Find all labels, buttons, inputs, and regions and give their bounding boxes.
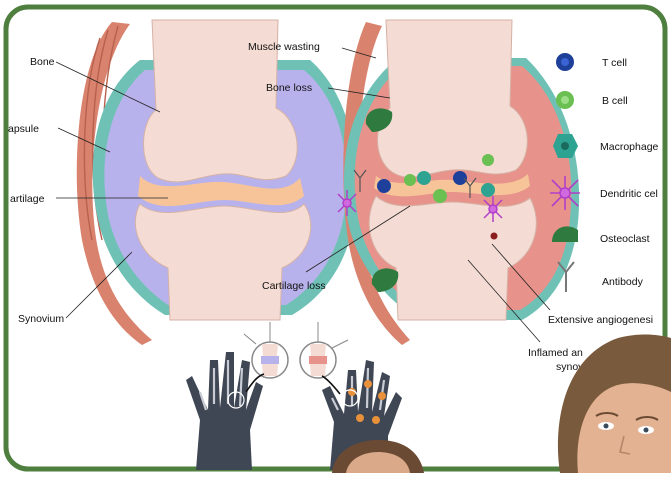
label-extensive-angiogenesis: Extensive angiogenesi: [548, 314, 653, 326]
label-inflamed-synovium: Inflamed an: [528, 347, 583, 359]
legend-label: T cell: [602, 57, 627, 69]
label-capsule: apsule: [8, 123, 39, 135]
label-bone-loss: Bone loss: [266, 82, 312, 94]
legend-label: Dendritic cel: [600, 188, 658, 200]
vessel: [491, 233, 498, 240]
macrophage: [417, 171, 431, 185]
legend-label: B cell: [602, 95, 628, 107]
macrophage: [481, 183, 495, 197]
inflamed-joint: [364, 380, 372, 388]
label-cartilage: artilage: [10, 193, 45, 205]
inflamed-joint: [356, 414, 364, 422]
b-cell: [482, 154, 494, 166]
label-cartilage-loss: Cartilage loss: [262, 280, 326, 292]
legend-label: Osteoclast: [600, 233, 650, 245]
legend-label: Macrophage: [600, 141, 659, 153]
label-synovium: Synovium: [18, 313, 64, 325]
b-cell: [404, 174, 416, 186]
t-cell: [453, 171, 467, 185]
legend-label: Antibody: [602, 276, 644, 288]
inflamed-joint: [378, 392, 386, 400]
label-muscle-wasting: Muscle wasting: [248, 41, 320, 53]
label-bone: Bone: [30, 56, 55, 68]
t-cell: [377, 179, 391, 193]
upper-bone: [378, 20, 528, 177]
inflamed-joint: [372, 416, 380, 424]
b-cell: [433, 189, 447, 203]
